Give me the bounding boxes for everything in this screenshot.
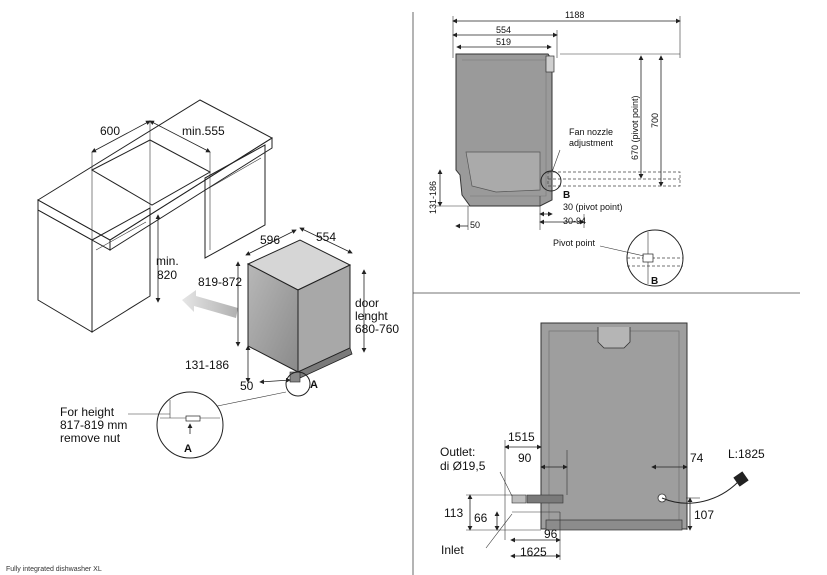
dim-131-186: 131-186 — [185, 358, 229, 372]
dim-519: 519 — [496, 37, 511, 47]
front-view — [466, 322, 749, 560]
dim-74: 74 — [690, 451, 704, 465]
dim-113: 113 — [444, 506, 463, 520]
outlet-label: Outlet: — [440, 445, 475, 459]
fan-adjustment-label: adjustment — [569, 138, 614, 148]
dim-554: 554 — [316, 230, 336, 244]
outlet-diameter: di Ø19,5 — [440, 459, 486, 473]
dim-131-186-side: 131-186 — [428, 181, 438, 214]
note-height: For height — [60, 405, 115, 419]
detail-a-label: A — [184, 443, 192, 455]
dim-107: 107 — [694, 508, 714, 522]
mark-b: B — [563, 190, 570, 201]
dim-90: 90 — [518, 451, 532, 465]
dim-min-label: min. — [156, 254, 179, 268]
pivot-point-label: Pivot point — [553, 238, 596, 248]
dim-1188: 1188 — [565, 10, 584, 20]
dim-l-1825: L:1825 — [728, 447, 765, 461]
dishwasher-isometric — [197, 227, 367, 411]
length-label: lenght — [355, 309, 388, 323]
dim-min555: min.555 — [182, 124, 225, 138]
dim-30-94: 30-94 — [563, 216, 586, 226]
note-range: 817-819 mm — [60, 418, 127, 432]
dim-50: 50 — [240, 379, 254, 393]
side-view — [436, 16, 681, 230]
detail-a — [128, 391, 224, 459]
dim-1625: 1625 — [520, 545, 547, 559]
dim-700: 700 — [650, 113, 660, 128]
detail-b — [599, 229, 684, 287]
dim-1515: 1515 — [508, 430, 535, 444]
direction-arrow — [182, 290, 238, 318]
dim-554-side: 554 — [496, 25, 511, 35]
dim-66: 66 — [474, 511, 488, 525]
dim-820: 820 — [157, 268, 177, 282]
dim-96: 96 — [544, 527, 558, 541]
dim-670-pivot: 670 (pivot point) — [630, 95, 640, 160]
detail-b-label: B — [651, 276, 658, 287]
cabinet-isometric — [37, 99, 273, 333]
mark-a: A — [310, 379, 318, 391]
dim-819-872: 819-872 — [198, 275, 242, 289]
dim-50-side: 50 — [470, 220, 480, 230]
dim-600: 600 — [100, 124, 120, 138]
door-range: 680-760 — [355, 322, 399, 336]
footer-caption: Fully integrated dishwasher XL — [6, 566, 102, 573]
inlet-label: Inlet — [441, 543, 464, 557]
fan-nozzle-label: Fan nozzle — [569, 127, 613, 137]
door-label: door — [355, 296, 379, 310]
note-remove: remove nut — [60, 431, 121, 445]
dim-30-pivot: 30 (pivot point) — [563, 202, 623, 212]
dim-596: 596 — [260, 233, 280, 247]
